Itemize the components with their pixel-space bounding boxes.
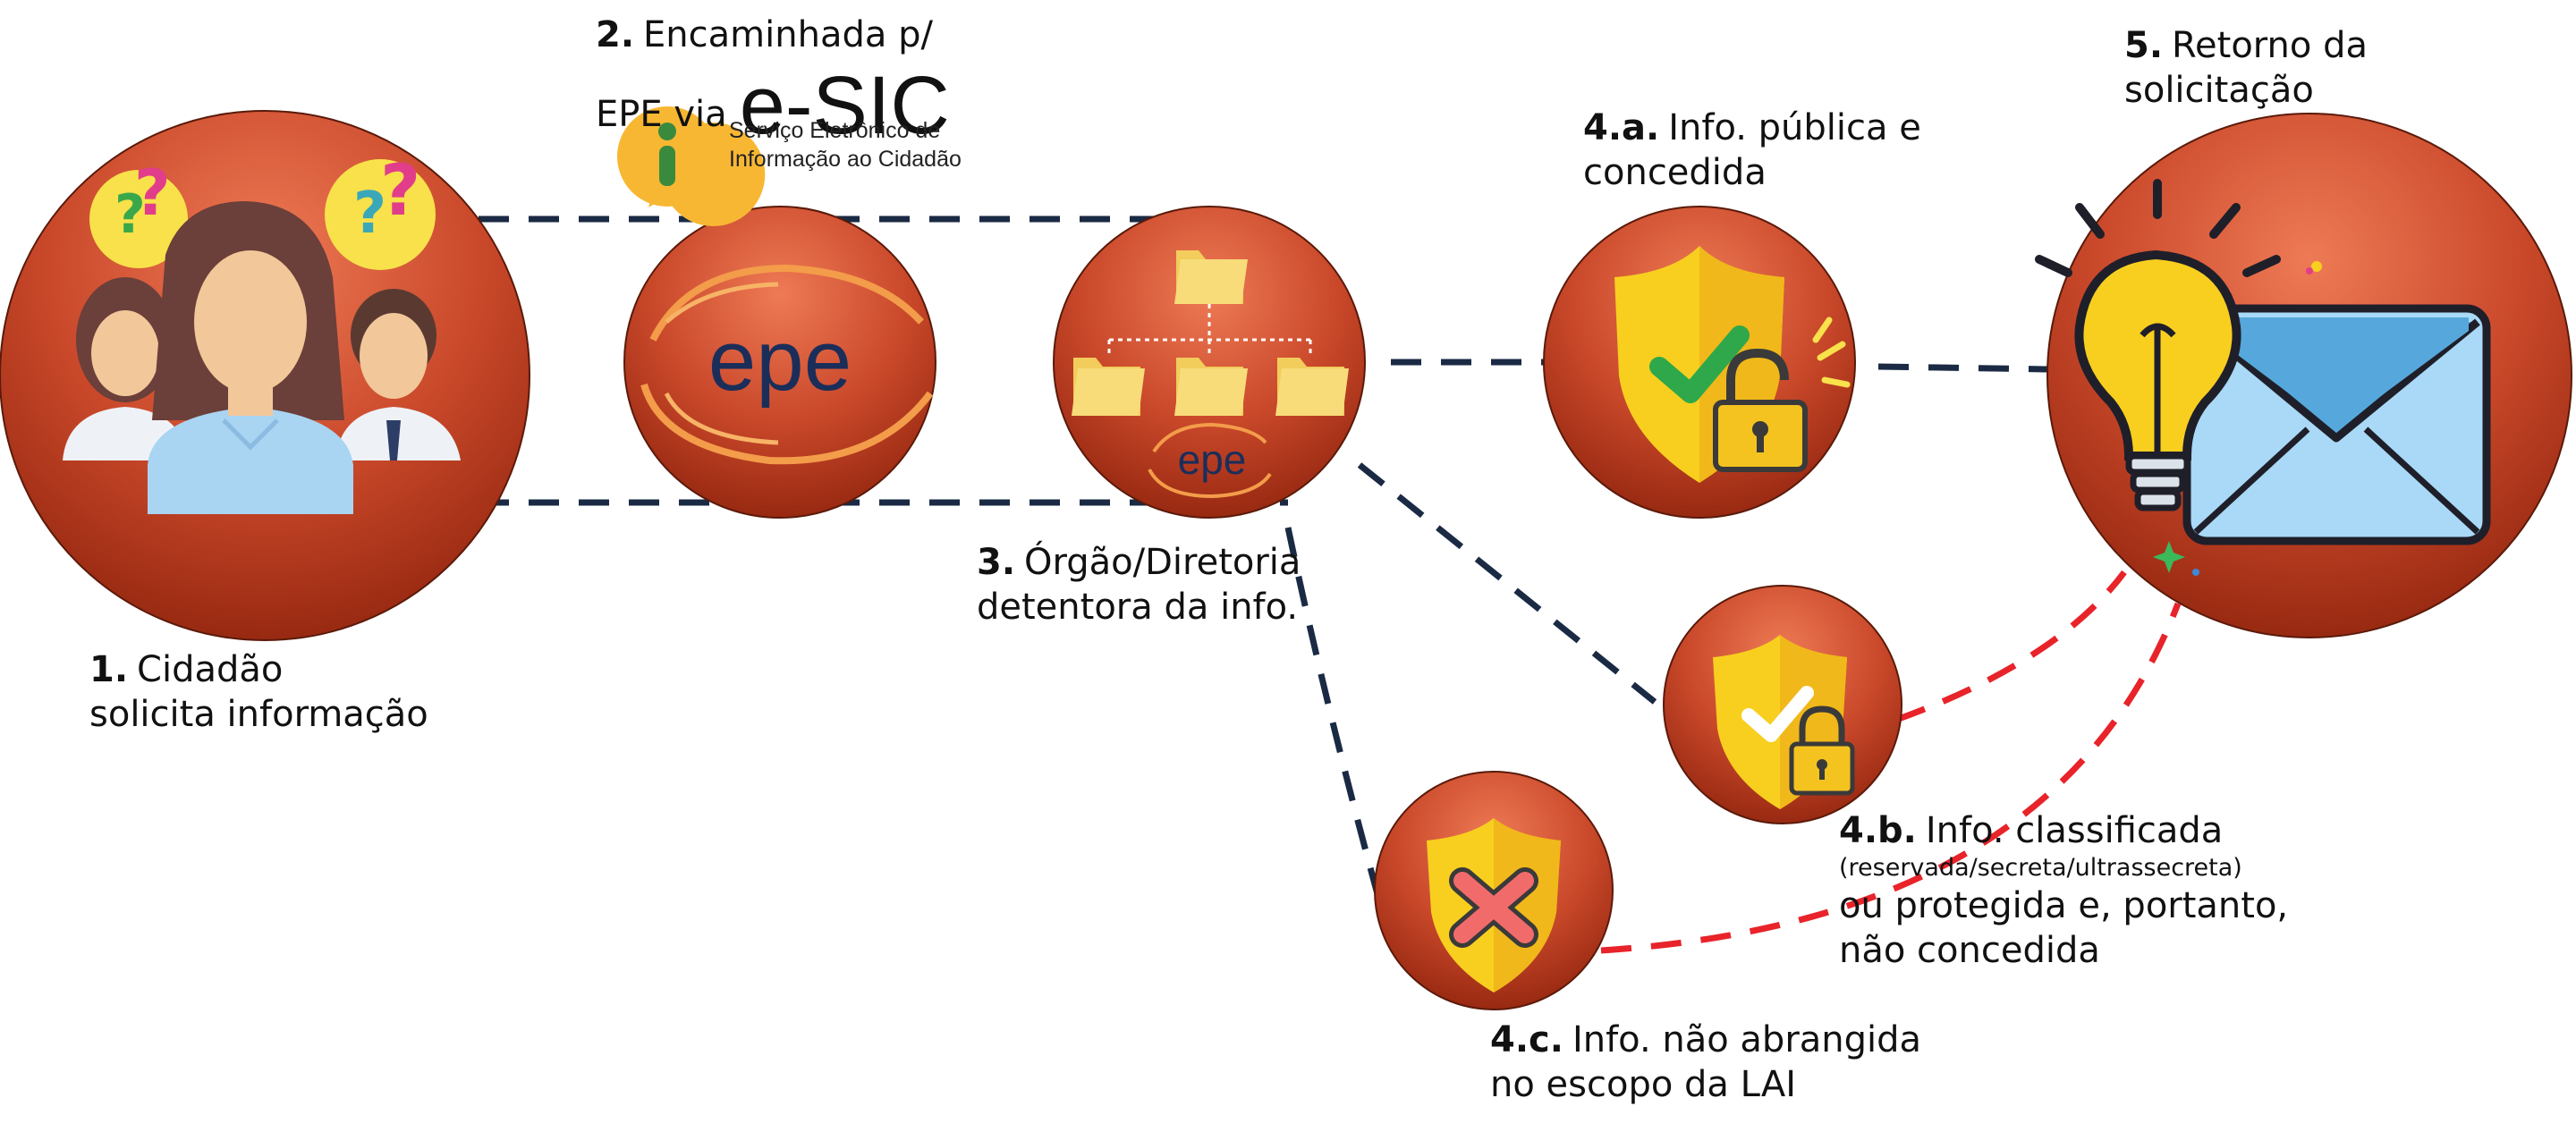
step-5-line2: solicitação <box>2124 70 2314 111</box>
svg-text:?: ? <box>380 151 420 232</box>
step-4c-label: 4.c.Info. não abrangida no escopo da LAI <box>1490 1018 1921 1107</box>
step-4b-label: 4.b.Info. classificada (reservada/secret… <box>1839 808 2288 973</box>
step-3-line1: Órgão/Diretoria <box>1024 542 1301 583</box>
shield-cross-icon <box>1427 818 1561 993</box>
connector-4a-5 <box>1877 363 2049 373</box>
esic-subtitle-2: Informação ao Cidadão <box>729 147 962 172</box>
connector-3-4b <box>1357 462 1657 705</box>
return-4c-5 <box>1600 602 2182 954</box>
svg-text:?: ? <box>114 183 146 246</box>
people-with-question-marks-icon: ? ? ? ? <box>63 151 461 514</box>
step-4b-line1: Info. classificada <box>1925 810 2224 851</box>
shield-check-unlocked-icon <box>1614 246 1851 483</box>
esic-info-badge-icon <box>617 106 766 227</box>
step-2-line2: EPE via <box>596 94 727 135</box>
red-return-connectors <box>1600 570 2182 954</box>
step-5-label: 5.Retorno da solicitação <box>2124 23 2368 113</box>
connector-3-4c <box>1284 527 1381 895</box>
step-1-label: 1.Cidadão solicita informação <box>89 647 428 737</box>
step-2-line1: Encaminhada p/ <box>643 14 933 55</box>
esic-subtitle-1: Serviço Eletrônico de <box>729 118 941 143</box>
step-4b-line3: não concedida <box>1839 930 2100 971</box>
svg-text:?: ? <box>134 156 171 230</box>
step-3-label: 3.Órgão/Diretoria detentora da info. <box>977 540 1301 629</box>
folder-hierarchy-icon: epe <box>1072 250 1349 499</box>
step-5-line1: Retorno da <box>2172 25 2368 66</box>
return-4b-5 <box>1894 570 2127 723</box>
lightbulb-envelope-icon <box>2035 179 2491 576</box>
step-1-line1: Cidadão <box>137 649 284 690</box>
step-4a-line1: Info. pública e <box>1668 107 1921 148</box>
step-4c-line2: no escopo da LAI <box>1490 1064 1797 1105</box>
esic-logo-text: e-SIC <box>739 60 950 151</box>
step-1-number: 1. <box>89 649 129 690</box>
step-4a-label: 4.a.Info. pública e concedida <box>1583 106 1921 195</box>
shield-check-locked-icon <box>1713 635 1855 809</box>
epe-logo-icon: epe <box>640 264 934 465</box>
epe-logo-text: epe <box>708 313 852 409</box>
step-4a-line2: concedida <box>1583 152 1767 193</box>
circle-org <box>1053 206 1366 519</box>
step-4c-number: 4.c. <box>1490 1019 1563 1060</box>
step-4b-small: (reservada/secreta/ultrassecreta) <box>1839 854 2242 882</box>
step-4c-line1: Info. não abrangida <box>1572 1019 1922 1060</box>
step-3-line2: detentora da info. <box>977 587 1299 628</box>
step-4b-line2: ou protegida e, portanto, <box>1839 885 2289 926</box>
step-2-number: 2. <box>596 14 635 55</box>
step-1-line2: solicita informação <box>89 694 428 735</box>
step-4a-number: 4.a. <box>1583 107 1660 148</box>
step-5-number: 5. <box>2124 25 2164 66</box>
step-3-number: 3. <box>977 542 1016 583</box>
step-2-label: 2.Encaminhada p/ EPE via e-SIC <box>596 13 950 147</box>
epe-small-logo-text: epe <box>1178 436 1247 483</box>
svg-text:?: ? <box>353 181 386 247</box>
step-4b-number: 4.b. <box>1839 810 1917 851</box>
